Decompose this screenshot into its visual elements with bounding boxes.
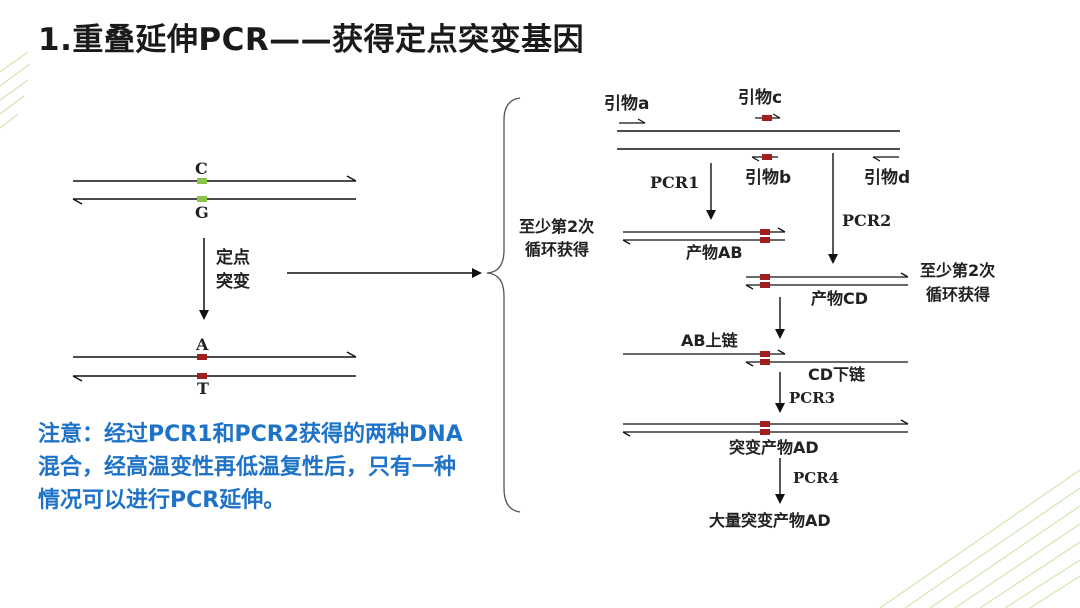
original-dna	[72, 175, 357, 205]
note-text: 注意：经过PCR1和PCR2获得的两种DNA混合，经高温变性再低温复性后，只有一…	[38, 422, 463, 513]
product-cd-dna	[745, 272, 909, 290]
base-a-label: A	[196, 335, 209, 354]
mutation-label-2: 突变	[216, 272, 250, 292]
pcr3-label: PCR3	[789, 389, 836, 407]
primer-d-label: 引物d	[864, 168, 911, 188]
base-t-mark	[197, 373, 207, 379]
mutated-dna	[72, 351, 357, 382]
ab-upper-label: AB上链	[681, 331, 738, 350]
decor-lines-top-left	[0, 51, 31, 129]
hybrid-dna	[623, 349, 908, 367]
mass-ad-label: 大量突变产物AD	[709, 511, 831, 530]
decor-lines-bottom-right	[879, 469, 1080, 608]
primer-b-label: 引物b	[745, 168, 792, 188]
curly-brace	[486, 97, 521, 513]
cycles-right-1: 至少第2次	[920, 261, 996, 280]
primer-a-label: 引物a	[604, 94, 650, 114]
base-g-mark	[197, 196, 207, 202]
product-cd-label: 产物CD	[811, 289, 869, 308]
pcr2-label: PCR2	[842, 211, 892, 230]
base-c-mark	[197, 178, 207, 184]
template-dna	[617, 113, 900, 162]
cycles-left-2: 循环获得	[525, 240, 590, 259]
mutation-label-1: 定点	[216, 248, 250, 268]
base-c-label: C	[195, 159, 208, 178]
primer-c-label: 引物c	[738, 88, 783, 108]
page-title: 1.重叠延伸PCR——获得定点突变基因	[38, 22, 585, 58]
mutant-ad-label: 突变产物AD	[729, 438, 819, 457]
cycles-right-2: 循环获得	[926, 285, 991, 304]
base-t-label: T	[197, 379, 209, 398]
pcr1-label: PCR1	[650, 173, 700, 192]
cycles-left-1: 至少第2次	[519, 217, 595, 236]
cd-lower-label: CD下链	[808, 365, 866, 384]
product-ab-label: 产物AB	[686, 243, 743, 262]
pcr4-label: PCR4	[793, 469, 840, 487]
base-g-label: G	[195, 203, 209, 222]
base-a-mark	[197, 354, 207, 360]
mutant-ad-dna	[622, 419, 909, 437]
product-ab-dna	[622, 227, 786, 245]
